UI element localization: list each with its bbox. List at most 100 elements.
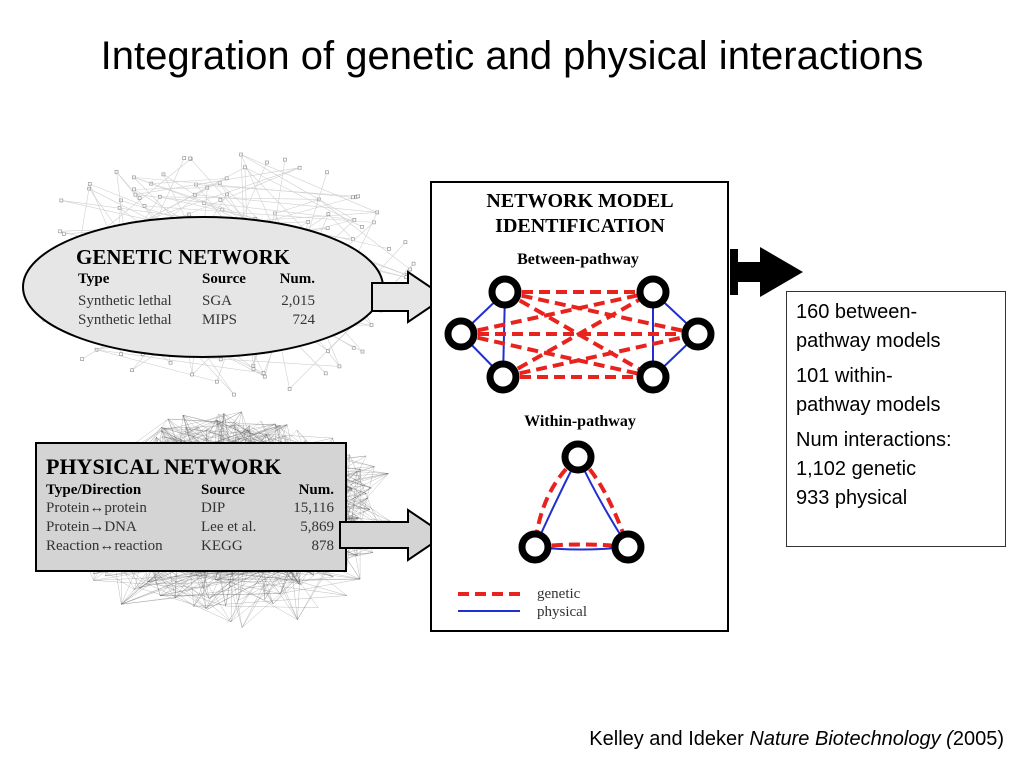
texture-node: [262, 374, 267, 379]
texture-node: [58, 229, 62, 234]
physical-row-num: 15,116: [293, 500, 334, 516]
texture-edge: [163, 174, 195, 195]
texture-node: [251, 367, 256, 371]
texture-edge: [133, 177, 256, 220]
genetic-row-type: Synthetic lethal: [78, 312, 172, 328]
genetic-network-callout: GENETIC NETWORK Type Source Num. Synthet…: [22, 216, 447, 358]
texture-node: [350, 195, 355, 200]
texture-node: [325, 170, 329, 175]
texture-edge: [133, 177, 353, 198]
texture-edge: [93, 572, 270, 581]
genetic-row-source: SGA: [202, 293, 232, 309]
texture-node: [218, 198, 223, 202]
texture-node: [261, 371, 266, 375]
citation-journal: Nature Biotechnology (: [749, 728, 953, 750]
genetic-col-num: Num.: [280, 271, 316, 287]
within-pathway-count: 101 within- pathway models: [796, 362, 1005, 420]
output-arrow-head: [760, 247, 803, 297]
genetic-arrow: [371, 270, 447, 324]
texture-node: [59, 198, 64, 203]
physical-arrow: [339, 508, 447, 562]
texture-node: [283, 157, 287, 162]
texture-edge: [163, 428, 333, 439]
citation-authors: Kelley and Ideker: [589, 728, 750, 750]
results-line: Num interactions:: [796, 429, 952, 451]
network-node: [444, 317, 478, 351]
results-line: 933 physical: [796, 487, 908, 509]
texture-node: [243, 165, 247, 170]
texture-edge: [135, 167, 300, 195]
texture-node: [215, 379, 219, 384]
genetic-edge: [460, 290, 654, 336]
genetic-row-type: Synthetic lethal: [78, 293, 172, 309]
within-nodes: [518, 440, 645, 564]
output-arrow-stem: [730, 262, 762, 282]
texture-edge: [240, 154, 378, 213]
within-pathway-label: Within-pathway: [524, 413, 636, 430]
physical-network-heading: PHYSICAL NETWORK: [46, 454, 281, 479]
texture-edge: [225, 605, 319, 608]
results-line: pathway models: [796, 394, 941, 416]
network-node: [486, 360, 520, 394]
texture-node: [188, 156, 193, 161]
texture-edge: [133, 177, 223, 210]
texture-edge: [96, 349, 264, 374]
physical-row-source: Lee et al.: [201, 519, 256, 535]
network-node: [611, 530, 645, 564]
output-arrow: [730, 247, 803, 297]
texture-node: [182, 156, 187, 160]
genetic-network-heading: GENETIC NETWORK: [76, 245, 291, 269]
legend-physical-label: physical: [537, 604, 587, 620]
physical-col-type: Type/Direction: [46, 482, 142, 498]
texture-edge: [244, 167, 363, 228]
physical-row-num: 878: [312, 538, 335, 554]
texture-edge: [161, 411, 242, 431]
network-node: [681, 317, 715, 351]
texture-edge: [280, 578, 361, 594]
model-panel-heading-2: IDENTIFICATION: [495, 215, 665, 237]
texture-node: [387, 247, 391, 251]
texture-edge: [346, 471, 357, 568]
texture-edge: [144, 205, 374, 223]
texture-node: [287, 387, 292, 391]
citation-year: 2005): [952, 728, 1004, 750]
genetic-row-num: 724: [293, 312, 316, 328]
model-panel-frame: [430, 181, 729, 632]
texture-edge: [96, 349, 217, 382]
texture-node: [356, 194, 360, 199]
texture-node: [168, 360, 173, 365]
physical-row-num: 5,869: [300, 519, 334, 535]
genetic-row-source: MIPS: [202, 312, 237, 328]
physical-row-type: Reaction↔reaction: [46, 538, 163, 554]
results-line: 160 between-: [796, 301, 918, 323]
physical-col-source: Source: [201, 482, 245, 498]
texture-edge: [318, 199, 411, 270]
network-node: [636, 275, 670, 309]
physical-network-box: [35, 442, 347, 572]
slide-title: Integration of genetic and physical inte…: [100, 34, 924, 78]
genetic-col-type: Type: [78, 271, 110, 287]
network-node: [561, 440, 595, 474]
citation: Kelley and Ideker Nature Biotechnology (…: [589, 728, 1004, 751]
texture-edge: [240, 154, 355, 221]
texture-node: [408, 267, 412, 272]
texture-edge: [134, 187, 208, 190]
texture-edge: [274, 199, 319, 214]
model-panel-heading-1: NETWORK MODEL: [486, 190, 673, 212]
texture-edge: [241, 593, 281, 628]
results-summary-box: 160 between- pathway models 101 within- …: [786, 291, 1006, 547]
physical-row-source: DIP: [201, 500, 225, 516]
texture-edge: [135, 194, 355, 221]
texture-node: [132, 187, 136, 192]
texture-node: [80, 357, 84, 361]
texture-edge: [151, 178, 227, 184]
texture-node: [119, 352, 123, 356]
texture-node: [265, 160, 269, 165]
texture-node: [218, 357, 223, 362]
texture-edge: [160, 593, 281, 596]
genetic-edge: [502, 290, 654, 379]
texture-edge: [155, 571, 258, 585]
texture-node: [411, 261, 416, 266]
texture-edge: [159, 196, 319, 200]
